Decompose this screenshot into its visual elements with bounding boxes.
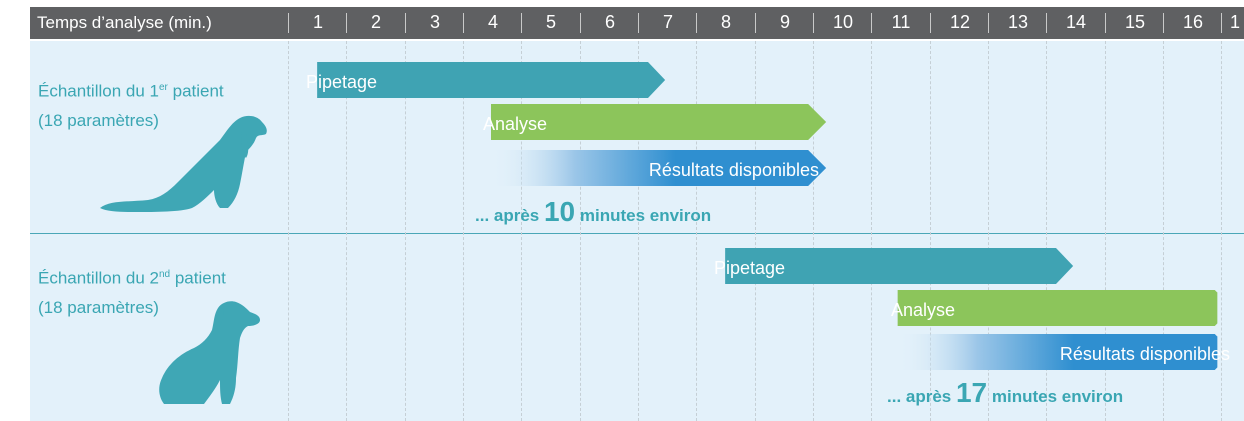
tick-label: 5 (545, 12, 556, 32)
tick-label: 8 (720, 12, 731, 32)
tick-separator (638, 13, 639, 33)
after-duration-1-prefix: ... après (475, 206, 544, 225)
pipetage-bar-2-label-wrap: Pipetage (696, 248, 896, 284)
analyse-bar-1-label: Analyse (483, 114, 548, 134)
patient-2-label-prefix: Échantillon du 2 (38, 268, 159, 288)
tick-label: 1 (312, 12, 323, 32)
tick-label: 7 (662, 12, 673, 32)
resultats-bar-2 (897, 334, 1218, 370)
pipetage-bar-1-label-wrap: Pipetage (288, 62, 488, 98)
time-axis-header (30, 7, 1244, 39)
tick-separator (930, 13, 931, 33)
analyse-bar-2-label: Analyse (891, 300, 956, 320)
tick-separator (813, 13, 814, 33)
grid-line (521, 41, 522, 421)
patient-1-label-params: (18 paramètres) (38, 110, 159, 130)
grid-line (696, 41, 697, 421)
patient-1-label-prefix: Échantillon du 1 (38, 81, 159, 101)
tick-label: 6 (604, 12, 615, 32)
panel-divider (30, 233, 1244, 234)
grid-line (1046, 41, 1047, 421)
grid-line (1221, 41, 1222, 421)
grid-line (755, 41, 756, 421)
resultats-bar-1-label-wrap: Résultats disponibles (463, 150, 833, 186)
grid-line (1163, 41, 1164, 421)
grid-line (638, 41, 639, 421)
tick-label: 12 (949, 12, 971, 32)
grid-line (288, 41, 289, 421)
tick-separator (1046, 13, 1047, 33)
pipetage-bar-1 (317, 62, 666, 98)
after-duration-1: ... après 10 minutes environ (475, 196, 711, 228)
tick-label: 1 (1230, 12, 1241, 32)
grid-line (930, 41, 931, 421)
tick-separator (988, 13, 989, 33)
tick-separator (521, 13, 522, 33)
after-duration-2: ... après 17 minutes environ (887, 377, 1123, 409)
patient-2-label: Échantillon du 2nd patient (18 paramètre… (38, 260, 226, 322)
dog-sitting-icon (100, 115, 267, 212)
patient-1-label: Échantillon du 1er patient (18 paramètre… (38, 73, 224, 135)
patient-1-label-sup: er (158, 82, 168, 93)
tick-separator (871, 13, 872, 33)
resultats-bar-2-label: Résultats disponibles (1059, 344, 1230, 364)
tick-separator (696, 13, 697, 33)
tick-label: 3 (429, 12, 440, 32)
analyse-bar-1 (491, 104, 827, 140)
grid-line (463, 41, 464, 421)
dog-sitting-icon (159, 301, 260, 404)
after-duration-2-number: 17 (955, 377, 988, 408)
tick-label: 4 (487, 12, 498, 32)
tick-label: 16 (1182, 12, 1204, 32)
tick-separator (288, 13, 289, 33)
patient-1-label-suffix: patient (167, 81, 224, 101)
analyse-bar-1-label-wrap: Analyse (463, 104, 663, 140)
after-duration-1-suffix: minutes environ (575, 206, 712, 225)
tick-separator (1221, 13, 1222, 33)
tick-label: 15 (1124, 12, 1146, 32)
resultats-bar-1 (491, 150, 827, 186)
patient-2-label-params: (18 paramètres) (38, 297, 159, 317)
analyse-bar-2-label-wrap: Analyse (871, 290, 1071, 326)
resultats-bar-1-label: Résultats disponibles (648, 160, 819, 180)
time-axis-title: Temps d’analyse (min.) (37, 13, 212, 32)
tick-label: 10 (832, 12, 854, 32)
tick-label: 9 (779, 12, 790, 32)
tick-separator (463, 13, 464, 33)
tick-separator (346, 13, 347, 33)
patient-2-label-suffix: patient (170, 268, 226, 288)
pipetage-bar-1-label: Pipetage (306, 72, 378, 92)
tick-separator (755, 13, 756, 33)
tick-separator (1105, 13, 1106, 33)
grid-line (871, 41, 872, 421)
grid-line (346, 41, 347, 421)
analyse-bar-2 (897, 290, 1218, 326)
after-duration-2-suffix: minutes environ (987, 387, 1124, 406)
tick-label: 2 (370, 12, 381, 32)
grid-line (1105, 41, 1106, 421)
tick-label: 11 (891, 12, 911, 32)
tick-separator (580, 13, 581, 33)
grid-line (813, 41, 814, 421)
grid-line (580, 41, 581, 421)
pipetage-bar-2 (725, 248, 1074, 284)
tick-label: 14 (1065, 12, 1087, 32)
resultats-bar-2-label-wrap: Résultats disponibles (871, 334, 1244, 370)
tick-separator (405, 13, 406, 33)
tick-separator (1163, 13, 1164, 33)
grid-line (988, 41, 989, 421)
grid-line (405, 41, 406, 421)
after-duration-2-prefix: ... après (887, 387, 956, 406)
pipetage-bar-2-label: Pipetage (714, 258, 786, 278)
tick-label: 13 (1007, 12, 1029, 32)
after-duration-1-number: 10 (543, 196, 576, 227)
patient-2-label-sup: nd (158, 269, 171, 280)
